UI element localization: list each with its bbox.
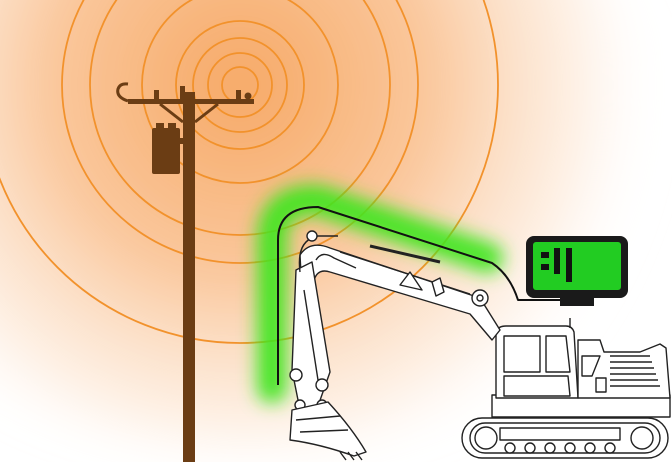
proximity-alert-display-icon <box>526 236 628 306</box>
transformer-icon <box>152 123 184 174</box>
excavator-tracks <box>462 418 668 458</box>
